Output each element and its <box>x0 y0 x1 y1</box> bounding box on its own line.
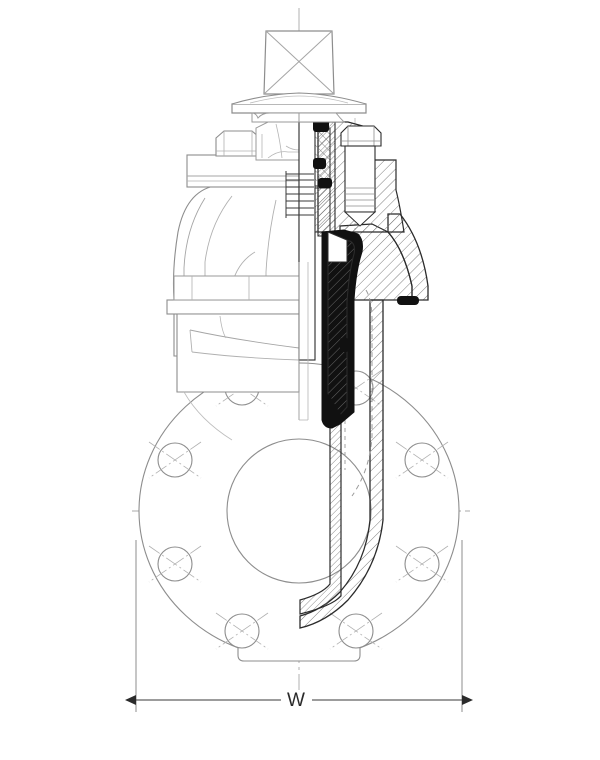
body-mid-collar <box>166 275 300 315</box>
gland-follower-section <box>313 127 331 187</box>
dimension-label-w: W <box>287 690 305 711</box>
bonnet-body-gasket <box>397 296 419 305</box>
operating-nut-diagonal <box>265 30 335 95</box>
body-barrel-left <box>176 313 300 393</box>
wedge-guide-rails <box>298 262 309 421</box>
wedge-stem-nut-pocket <box>327 231 348 263</box>
bolt-hole <box>148 441 202 479</box>
gland-block-left <box>255 121 300 161</box>
o-ring-seal <box>313 158 326 169</box>
width-dimension: W <box>125 540 473 712</box>
bonnet-top-collar <box>251 112 300 123</box>
stem-threads <box>285 171 314 218</box>
flange-plate-fillet <box>231 92 367 105</box>
flange-bore-circle <box>226 438 372 584</box>
operating-nut-diagonal <box>263 30 333 95</box>
bonnet-bolt-right-section <box>340 125 382 227</box>
bolt-hole <box>329 612 383 650</box>
o-ring-seal <box>318 178 332 188</box>
bolt-hole <box>395 545 449 583</box>
body-outer-shell-section <box>299 299 384 629</box>
wedge-lower-nose <box>322 390 344 428</box>
bolt-hole <box>215 612 269 650</box>
body-exterior-left-half <box>166 121 300 441</box>
bolt-tip <box>343 211 377 227</box>
wedge-face-notch <box>340 338 348 352</box>
bonnet-hex-nut-left <box>215 130 261 157</box>
o-ring-seals <box>313 120 419 305</box>
base-support-pad <box>237 638 361 662</box>
operating-nut-assembly <box>231 30 367 123</box>
gate-wedge-assembly <box>298 229 363 429</box>
bolt-hole <box>395 441 449 479</box>
bolt-threads <box>345 187 375 207</box>
o-ring-seal <box>313 120 329 132</box>
bolt-hex-head <box>340 125 382 147</box>
bolt-shank <box>344 145 376 213</box>
bolt-hole <box>148 545 202 583</box>
operating-nut-flange-plate <box>231 103 367 114</box>
hidden-wedge-guide <box>351 289 373 497</box>
